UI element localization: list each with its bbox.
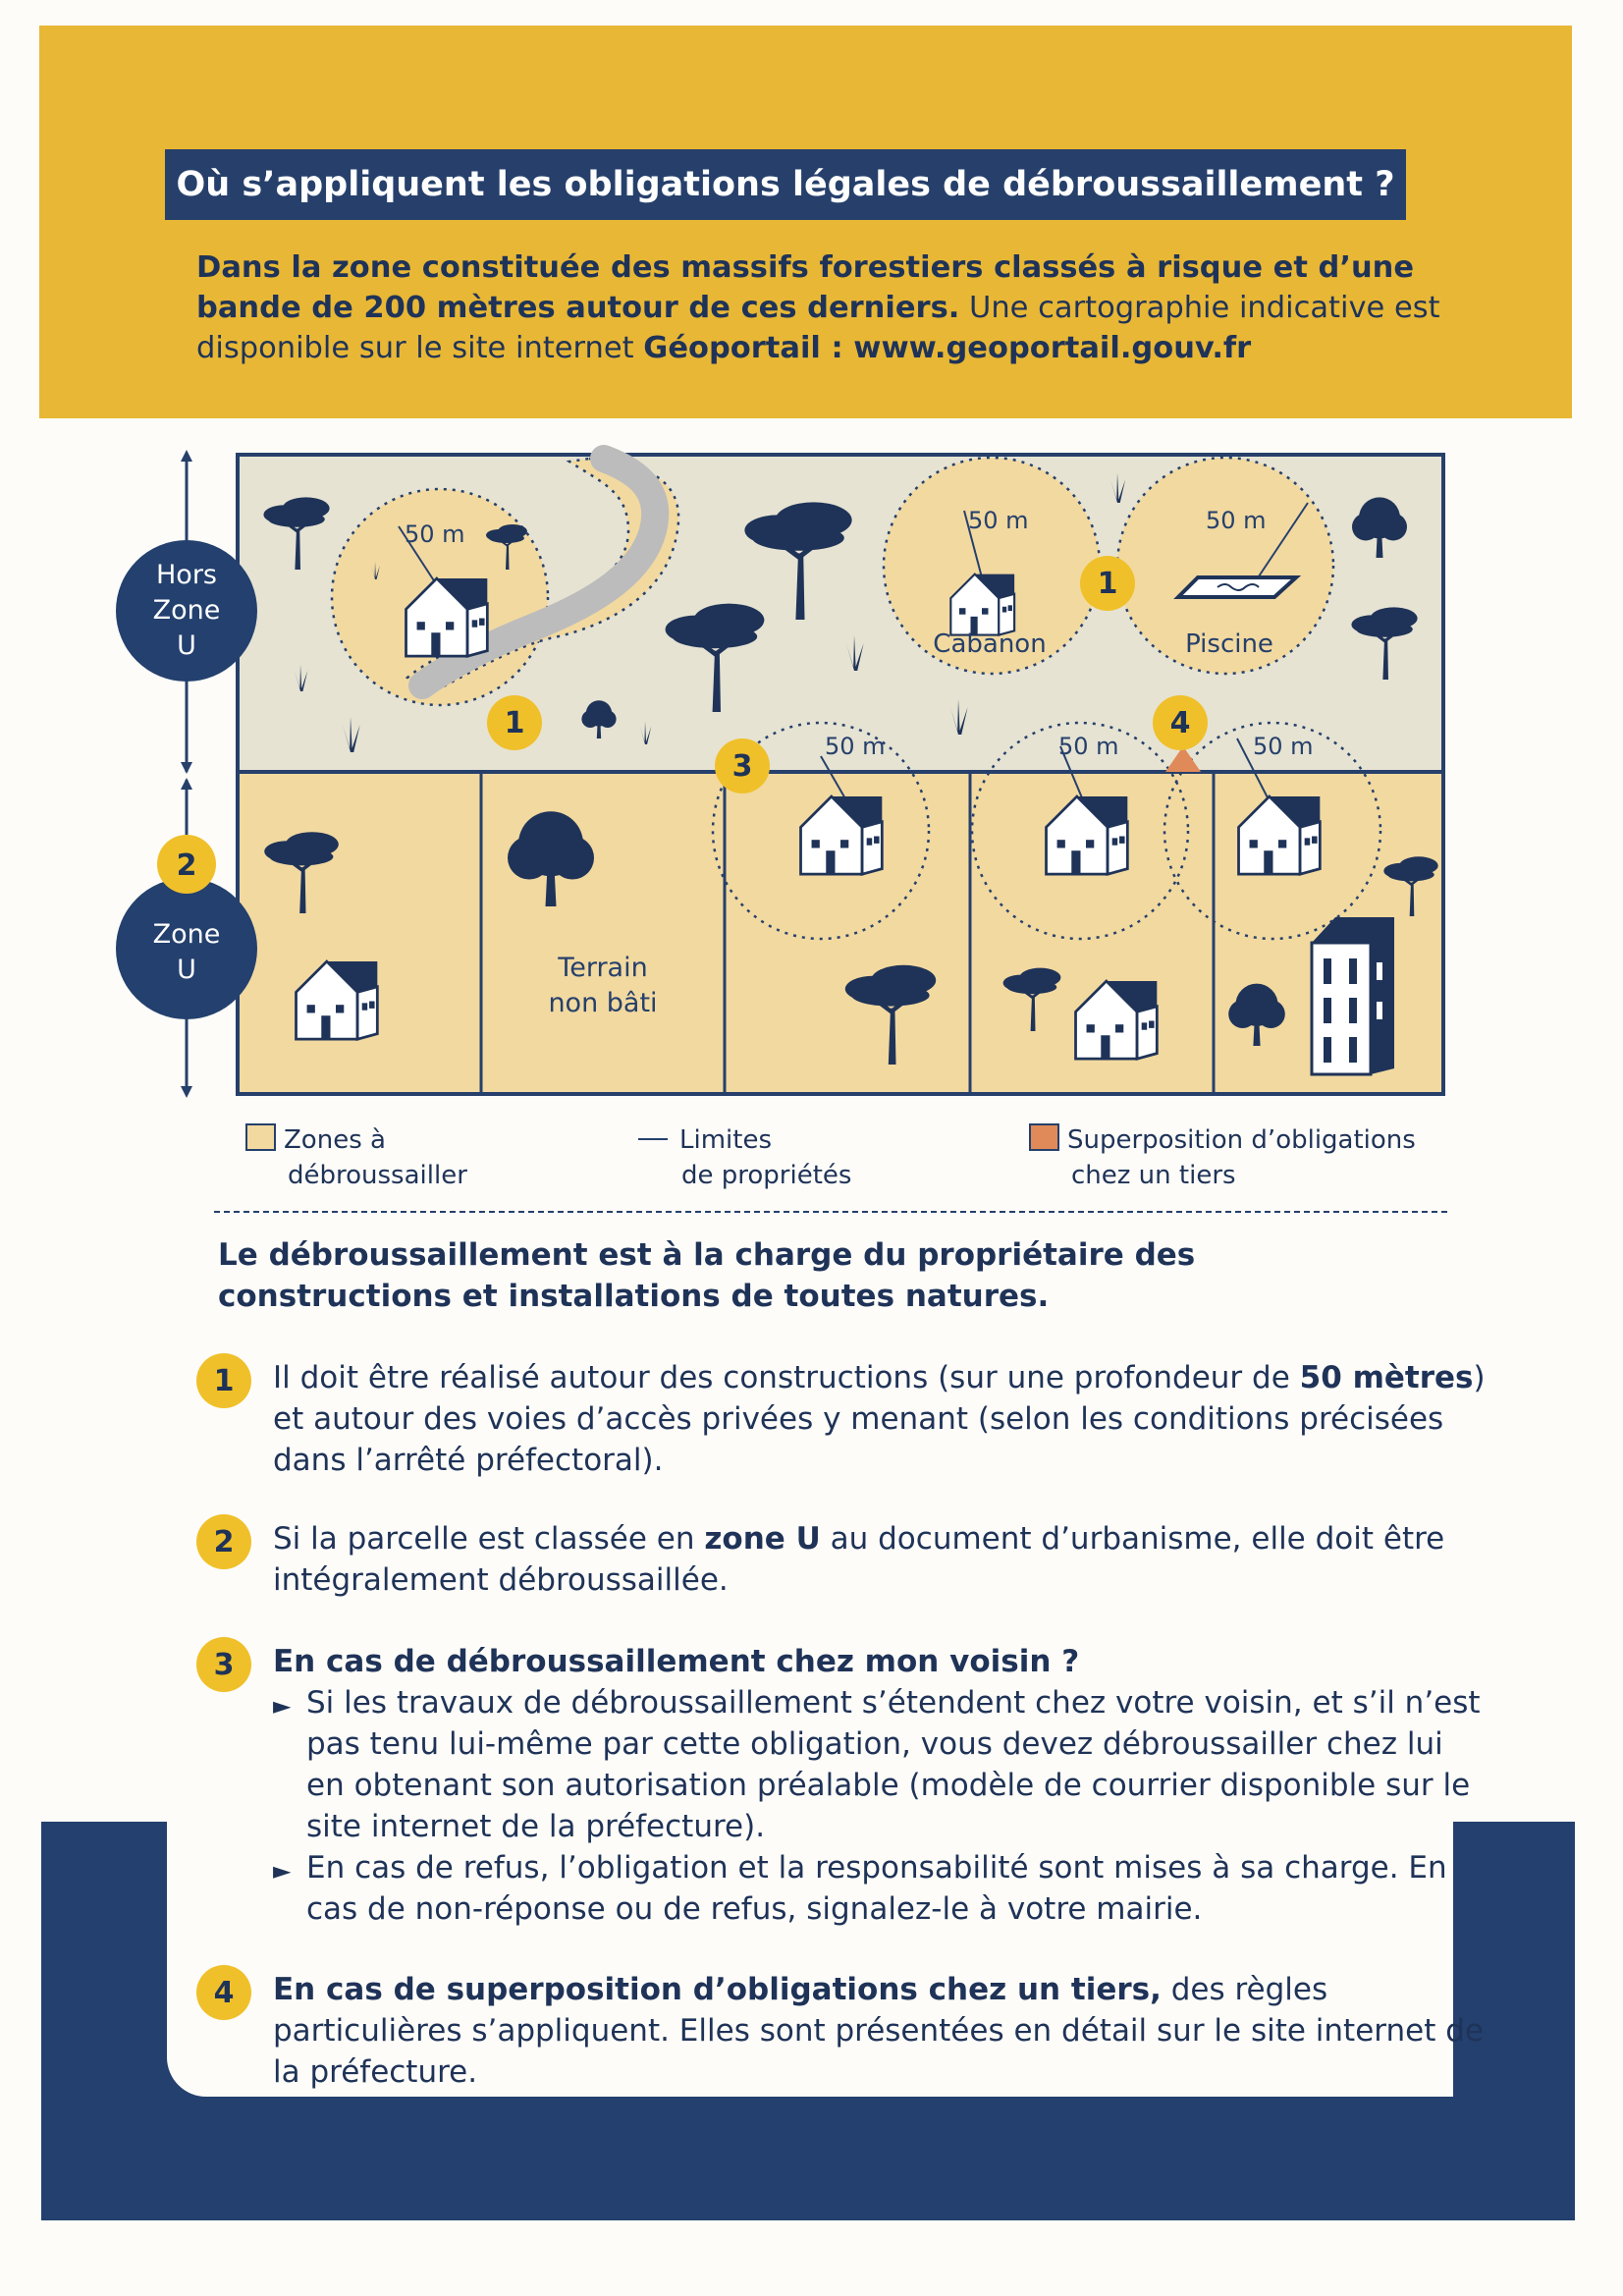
svg-text:Zone: Zone	[153, 919, 221, 950]
legend-limits-line2: de propriétés	[681, 1161, 852, 1190]
svg-text:2: 2	[177, 848, 197, 883]
svg-text:Zone: Zone	[153, 595, 221, 626]
intro-normal: Une cartographie indicative est disponib…	[196, 291, 1440, 365]
terrain-label-line2: non bâti	[548, 988, 657, 1018]
radius-label-4b: 50 m	[1253, 733, 1314, 760]
legend-limits: Limites de propriétés	[638, 1122, 851, 1193]
item-badge: 1	[196, 1353, 251, 1408]
legend-superposition: Superposition d’obligations chez un tier…	[1029, 1122, 1416, 1193]
intro-text: Dans la zone constituée des massifs fore…	[196, 247, 1453, 368]
svg-text:U: U	[177, 630, 196, 661]
svg-text:Hors: Hors	[156, 560, 217, 590]
legend-super-line2: chez un tiers	[1071, 1161, 1236, 1190]
radius-circle-house-4a	[970, 721, 1190, 941]
legend-super-swatch	[1029, 1123, 1059, 1151]
legend-zones-line1: Zones à	[284, 1125, 386, 1155]
item-badge: 3	[196, 1637, 251, 1692]
svg-text:4: 4	[1170, 706, 1191, 740]
hors-zone-u-marker: Hors Zone U	[116, 540, 257, 682]
item-3-bullet-1: ►Si les travaux de débroussaillement s’é…	[273, 1682, 1490, 1847]
overlap-marker	[1165, 756, 1201, 772]
legend-limits-line	[638, 1138, 668, 1140]
badge-3: 3	[715, 738, 770, 793]
intro-site: Géoportail : www.geoportail.gouv.fr	[643, 331, 1252, 365]
svg-text:1: 1	[505, 706, 525, 740]
intro-bold: Dans la zone constituée des massifs fore…	[196, 250, 1415, 325]
legend-zones-line2: débroussailler	[288, 1161, 467, 1190]
content-card	[167, 1820, 1453, 2097]
radius-circle-house-4b	[1163, 721, 1382, 941]
item-text: Si la parcelle est classée en zone U au …	[273, 1521, 1445, 1598]
page-title: Où s’appliquent les obligations légales …	[165, 149, 1406, 220]
terrain-label-line1: Terrain	[557, 953, 647, 983]
item-3-heading: En cas de débroussaillement chez mon voi…	[273, 1644, 1080, 1679]
item-text: En cas de débroussaillement chez mon voi…	[273, 1641, 1490, 1930]
pool-icon	[1173, 575, 1302, 599]
radius-label-1: 50 m	[405, 520, 465, 548]
building-icon	[1310, 917, 1394, 1076]
svg-text:3: 3	[732, 749, 753, 784]
radius-circle-house-3	[711, 721, 931, 941]
radius-circle-piscine	[1115, 456, 1335, 676]
arrow-icon: ►	[273, 1692, 292, 1720]
top-yellow-band	[39, 26, 1572, 418]
legend-zones-swatch	[245, 1123, 276, 1151]
svg-text:U: U	[177, 955, 196, 985]
radius-label-4a: 50 m	[1058, 733, 1119, 760]
badge-1b: 1	[1080, 556, 1135, 611]
cabanon-label: Cabanon	[933, 629, 1046, 659]
item-badge: 2	[196, 1514, 251, 1569]
zone-u-marker: Zone U	[116, 878, 257, 1019]
badge-1a: 1	[487, 695, 542, 750]
item-text: En cas de superposition d’obligations ch…	[273, 1972, 1484, 2090]
item-text: Il doit être réalisé autour des construc…	[273, 1360, 1486, 1478]
legend-zones: Zones à débroussailler	[245, 1122, 467, 1193]
item-3-bullet-2: ►En cas de refus, l’obligation et la res…	[273, 1847, 1490, 1930]
radius-label-cabanon: 50 m	[968, 507, 1029, 534]
radius-label-3: 50 m	[825, 733, 886, 760]
legend-limits-line1: Limites	[679, 1125, 772, 1155]
radius-label-piscine: 50 m	[1206, 507, 1267, 534]
badge-4: 4	[1153, 695, 1208, 750]
responsibility-statement: Le débroussaillement est à la charge du …	[218, 1237, 1196, 1314]
svg-text:1: 1	[1098, 567, 1118, 601]
legend-super-line1: Superposition d’obligations	[1067, 1125, 1416, 1155]
zone-diagram: 50 m 50 m 50 m 50 m 50 m 50 m	[116, 445, 1445, 1098]
item-badge: 4	[196, 1965, 251, 2020]
dashed-divider	[214, 1211, 1447, 1213]
arrow-icon: ►	[273, 1857, 292, 1885]
badge-2: 2	[157, 835, 216, 894]
piscine-label: Piscine	[1185, 629, 1273, 659]
